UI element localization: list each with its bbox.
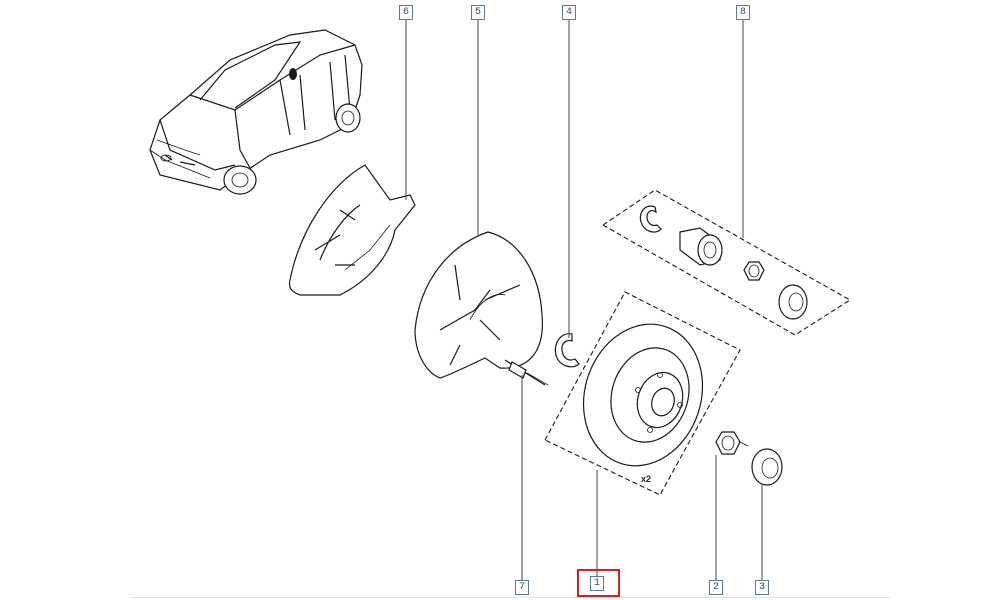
callout-4[interactable]: 4 xyxy=(562,5,576,20)
part-1-brake-disc-group xyxy=(544,291,741,496)
callout-7[interactable]: 7 xyxy=(515,580,529,595)
callout-1[interactable]: 1 xyxy=(590,576,604,591)
leader-lines xyxy=(405,19,763,580)
callout-8[interactable]: 8 xyxy=(736,5,750,20)
callout-6[interactable]: 6 xyxy=(399,5,413,20)
callout-2[interactable]: 2 xyxy=(709,580,723,595)
car-illustration xyxy=(149,29,363,195)
part-7-screw xyxy=(504,359,549,386)
part-3-cap xyxy=(751,448,783,486)
selected-callout-highlight xyxy=(577,569,620,597)
part-4-snap-ring xyxy=(554,333,580,368)
callout-5[interactable]: 5 xyxy=(471,5,485,20)
part-2-nut xyxy=(715,431,749,455)
divider xyxy=(130,597,890,598)
part-8-bearing-kit xyxy=(601,189,852,336)
quantity-label: x2 xyxy=(641,474,652,484)
part-5-dust-shield xyxy=(414,231,543,379)
callout-3[interactable]: 3 xyxy=(755,580,769,595)
part-6-outer-shield xyxy=(288,164,416,296)
